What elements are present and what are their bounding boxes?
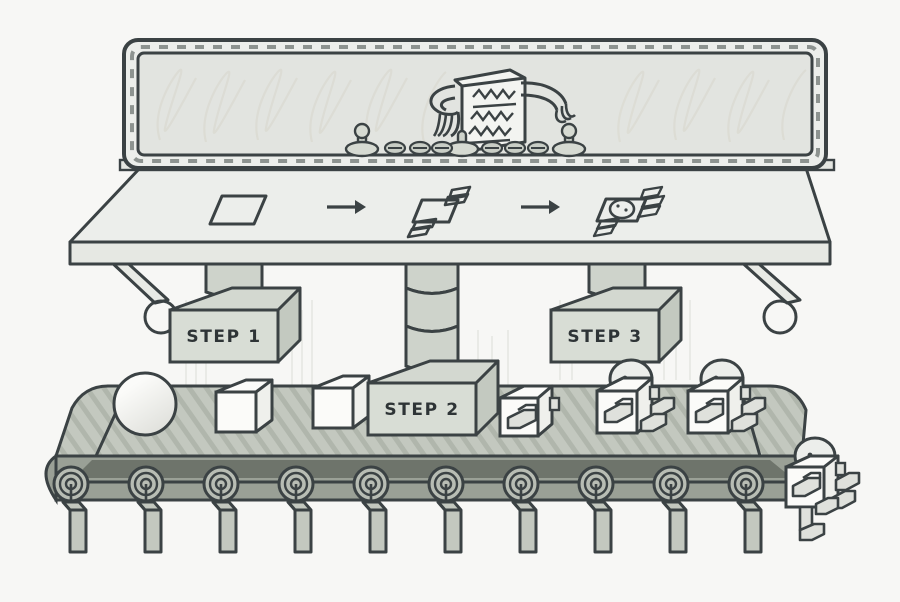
arrow-right-icon-1	[327, 200, 366, 214]
machine-box-step-3[interactable]: STEP 3	[549, 286, 683, 364]
leg	[436, 500, 463, 554]
joystick-right[interactable]	[551, 122, 587, 158]
process-diagram	[208, 185, 666, 239]
leg	[361, 500, 388, 554]
conveyor-legs	[61, 500, 763, 554]
item-cube-2[interactable]	[311, 374, 371, 430]
console-controls[interactable]	[344, 122, 587, 158]
console-button-1[interactable]	[383, 140, 407, 156]
item-sphere[interactable]	[112, 371, 178, 437]
leg	[511, 500, 538, 554]
plate-with-tabs-icon	[406, 185, 472, 239]
roller	[127, 465, 165, 522]
machine-label-step-2: STEP 2	[384, 400, 459, 420]
machine-label-step-3: STEP 3	[567, 327, 642, 347]
console-button-5[interactable]	[503, 140, 527, 156]
leg	[136, 500, 163, 554]
roller	[502, 465, 540, 522]
column-step-2	[404, 256, 460, 373]
flat-plate-icon	[208, 194, 268, 226]
conveyor-rollers	[52, 465, 765, 522]
leg	[586, 500, 613, 554]
operator-character	[429, 68, 576, 154]
roller	[727, 465, 765, 522]
console-button-2[interactable]	[408, 140, 432, 156]
roller	[577, 465, 615, 522]
screen-scribbles	[156, 68, 807, 143]
leg	[211, 500, 238, 554]
leg	[61, 500, 88, 554]
item-robot-1[interactable]	[595, 358, 676, 435]
joystick-left[interactable]	[344, 122, 380, 158]
item-cube-1[interactable]	[214, 378, 274, 434]
console-button-6[interactable]	[526, 140, 550, 156]
machine-box-step-1[interactable]: STEP 1	[168, 286, 302, 364]
console-button-3[interactable]	[430, 140, 454, 156]
machine-label-step-1: STEP 1	[186, 327, 261, 347]
assembled-robot-icon	[592, 185, 666, 238]
arrow-right-icon-2	[521, 200, 560, 214]
item-robot-3[interactable]	[784, 436, 861, 542]
item-robot-2[interactable]	[686, 358, 767, 435]
item-body-1[interactable]	[498, 384, 561, 438]
leg	[736, 500, 763, 554]
leg	[286, 500, 313, 554]
machine-box-step-2[interactable]: STEP 2	[366, 359, 500, 437]
console-button-4[interactable]	[480, 140, 504, 156]
leg	[661, 500, 688, 554]
roller	[427, 465, 465, 522]
